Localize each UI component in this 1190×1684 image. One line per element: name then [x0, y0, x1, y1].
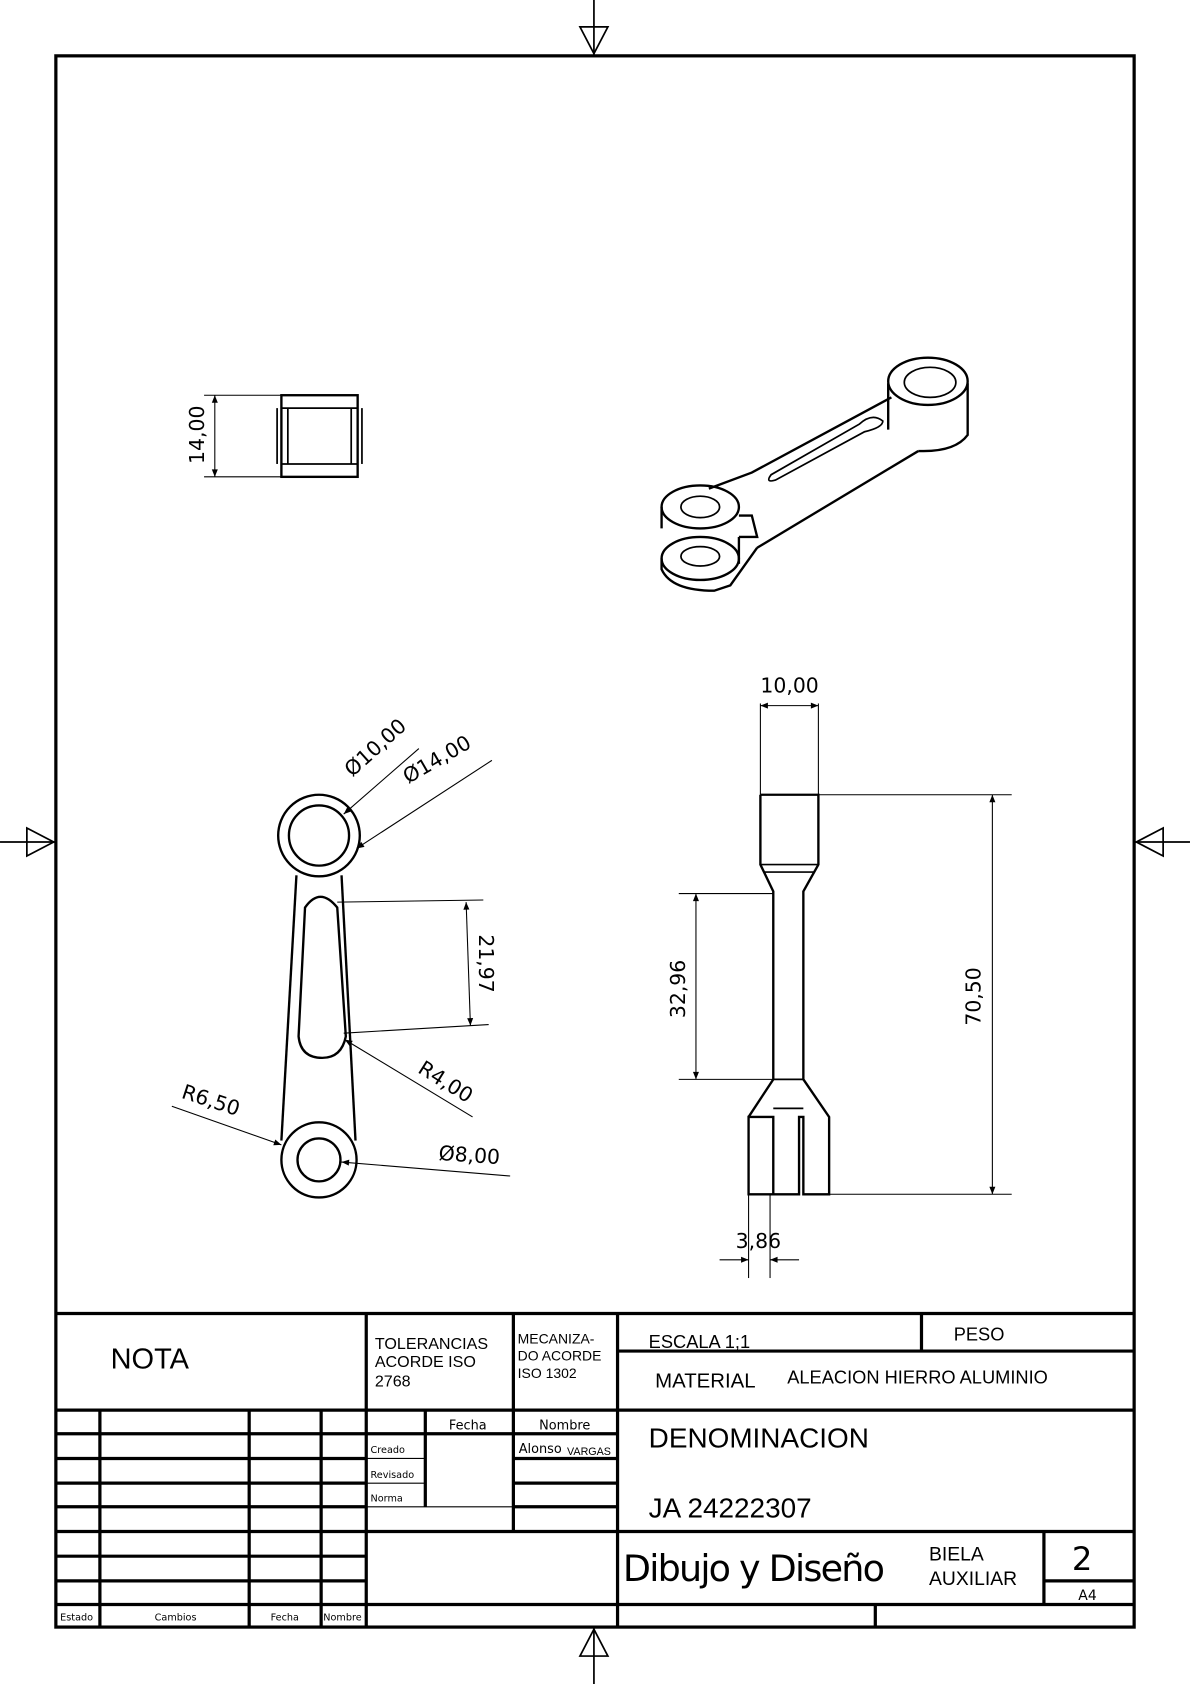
- dim-dia-outer: Ø14,00: [399, 730, 475, 788]
- revisado-label: Revisado: [371, 1470, 415, 1481]
- dim-neck-length: 32,96: [666, 960, 690, 1018]
- nota-label: NOTA: [111, 1343, 190, 1375]
- mecanizado-line: ISO 1302: [518, 1365, 577, 1381]
- part-name: AUXILIAR: [929, 1569, 1017, 1590]
- part-name: BIELA: [929, 1544, 984, 1565]
- front-view: 21,97 Ø10,00 Ø14,00 R4,00 R6,50 Ø8,00: [171, 714, 511, 1199]
- peso-label: PESO: [954, 1323, 1005, 1344]
- tolerancias-line: ACORDE ISO: [375, 1353, 476, 1371]
- dim-total-length: 70,50: [962, 967, 986, 1025]
- fecha-header: Fecha: [449, 1418, 487, 1433]
- sheet-number: 2: [1072, 1540, 1093, 1578]
- revision-header: Cambios: [155, 1613, 197, 1624]
- revision-header: Nombre: [323, 1613, 361, 1624]
- tolerancias-line: TOLERANCIAS: [375, 1335, 488, 1353]
- dim-width: 14,00: [185, 406, 209, 464]
- sheet-border: [54, 54, 1136, 1629]
- creado-label: Creado: [371, 1445, 405, 1456]
- revision-header: Fecha: [271, 1613, 299, 1624]
- dim-radius-end: R6,50: [179, 1080, 243, 1121]
- title-block: NOTA TOLERANCIAS ACORDE ISO 2768 MECANIZ…: [55, 1311, 1135, 1628]
- dim-radius-slot: R4,00: [414, 1056, 477, 1108]
- side-view: 10,00 70,50 32,96 3,86: [666, 674, 1012, 1279]
- dim-dia-small: Ø8,00: [438, 1141, 501, 1169]
- drawing-code: JA 24222307: [649, 1493, 812, 1524]
- dim-fork-gap: 3,86: [736, 1229, 781, 1253]
- dim-thickness: 10,00: [760, 674, 818, 698]
- mecanizado-line: DO ACORDE: [518, 1348, 602, 1364]
- denominacion-label: DENOMINACION: [649, 1423, 869, 1454]
- material-value: ALEACION HIERRO ALUMINIO: [787, 1366, 1048, 1387]
- dim-slot-length: 21,97: [474, 934, 498, 992]
- top-view: 14,00: [185, 394, 363, 479]
- escala-label: ESCALA 1;1: [649, 1331, 750, 1352]
- tolerancias-line: 2768: [375, 1373, 411, 1391]
- mecanizado-line: MECANIZA-: [518, 1331, 595, 1347]
- sheet-size: A4: [1078, 1588, 1097, 1604]
- creado-nombre: Alonso: [519, 1442, 562, 1457]
- course-title: Dibujo y Diseño: [623, 1547, 885, 1590]
- isometric-view: [660, 356, 969, 592]
- norma-label: Norma: [371, 1493, 403, 1504]
- revision-header: Estado: [60, 1613, 93, 1624]
- material-label: MATERIAL: [655, 1371, 755, 1393]
- creado-apellido: VARGAS: [567, 1446, 611, 1458]
- nombre-header: Nombre: [539, 1418, 590, 1433]
